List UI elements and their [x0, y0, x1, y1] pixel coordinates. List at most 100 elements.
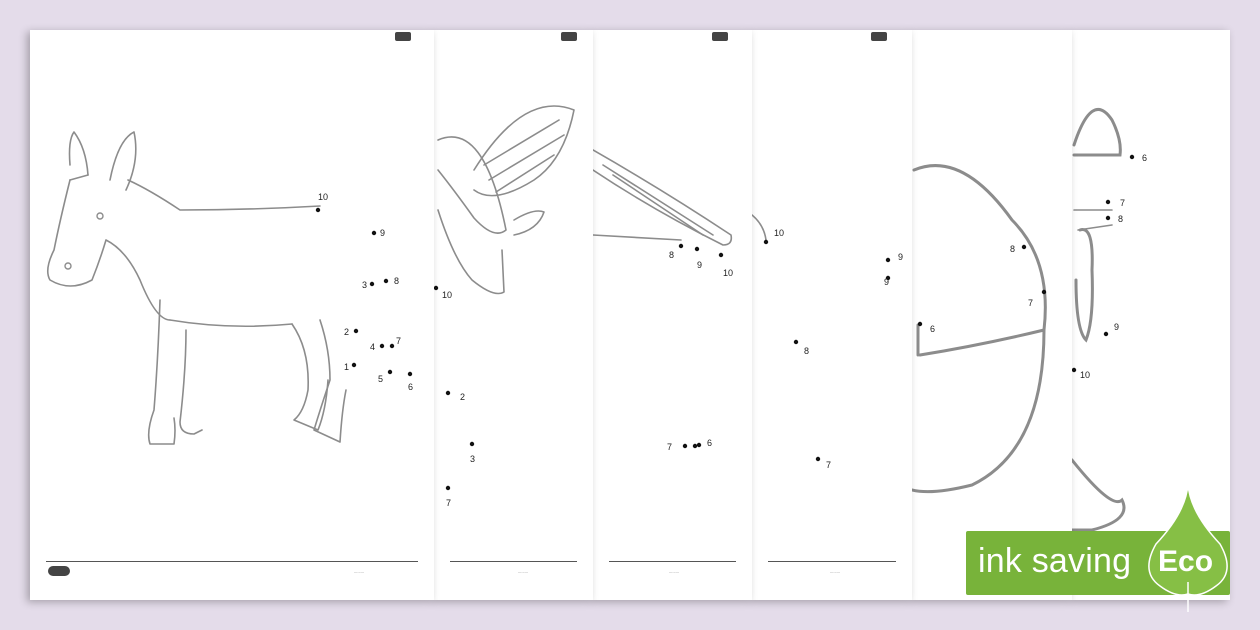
footer-line [450, 561, 577, 562]
dot-10 [434, 285, 439, 291]
donkey-eye [96, 212, 104, 220]
dot-6 [696, 442, 702, 448]
svg-text:7: 7 [667, 442, 672, 452]
dot-7 [389, 343, 395, 349]
svg-text:9: 9 [380, 228, 385, 238]
twinkl-logo-icon [871, 32, 887, 41]
footer-line [768, 561, 896, 562]
footer-text: ......... [830, 569, 841, 574]
dot-6b [692, 443, 698, 449]
svg-text:1: 1 [344, 362, 349, 372]
dot-8 [793, 339, 799, 345]
dot-9 [1103, 331, 1109, 337]
svg-text:10: 10 [774, 228, 784, 238]
dot-6 [1129, 154, 1135, 160]
angel-outline: 10 2 3 7 [434, 105, 575, 508]
svg-text:8: 8 [804, 346, 809, 356]
worksheet-donkey: 10 9 8 3 2 7 4 1 5 6 ......... [30, 30, 434, 600]
dot-8 [383, 278, 389, 284]
dot-7 [1105, 199, 1111, 205]
svg-text:3: 3 [362, 280, 367, 290]
svg-text:6: 6 [1142, 153, 1147, 163]
eco-leaf-icon [1148, 483, 1228, 612]
worksheet-4: 10 9 9 8 7 ......... [752, 30, 912, 600]
svg-text:6: 6 [408, 382, 413, 392]
svg-text:7: 7 [446, 498, 451, 508]
svg-text:4: 4 [370, 342, 375, 352]
svg-text:10: 10 [318, 192, 328, 202]
dot-7 [682, 443, 688, 449]
svg-text:7: 7 [1028, 298, 1033, 308]
footer-text: ......... [518, 569, 529, 574]
lamp-outline: 6 7 8 9 10 [1072, 107, 1147, 532]
dot-4 [379, 343, 385, 349]
dot-9 [694, 246, 700, 252]
worksheet-pot: 8 7 6 [912, 30, 1072, 600]
pot-dots: 8 7 6 [917, 244, 1047, 334]
svg-text:6: 6 [707, 438, 712, 448]
sheet4-outline: 10 9 9 8 7 [752, 214, 903, 470]
dot-8 [1105, 215, 1111, 221]
dot-9 [371, 230, 377, 236]
dot-10 [718, 252, 724, 258]
dot-8 [678, 243, 684, 249]
svg-text:8: 8 [1010, 244, 1015, 254]
donkey-dots: 10 9 8 3 2 7 4 1 5 6 [315, 192, 413, 392]
svg-text:10: 10 [723, 268, 733, 278]
svg-text:5: 5 [378, 374, 383, 384]
dot-10 [763, 239, 769, 245]
dot-8 [1021, 244, 1027, 250]
svg-text:2: 2 [460, 392, 465, 402]
sheet4-dots: 10 9 9 8 7 [763, 228, 903, 470]
footer-line [609, 561, 736, 562]
svg-text:7: 7 [1120, 198, 1125, 208]
svg-text:8: 8 [669, 250, 674, 260]
svg-text:8: 8 [1118, 214, 1123, 224]
worksheet-angel: 10 2 3 7 ......... [434, 30, 593, 600]
angel-dots: 10 2 3 7 [434, 285, 475, 508]
svg-text:7: 7 [826, 460, 831, 470]
footer-text: ......... [669, 569, 680, 574]
svg-text:10: 10 [442, 290, 452, 300]
donkey-outline: 10 9 8 3 2 7 4 1 5 6 [46, 131, 413, 445]
dot-2 [445, 390, 451, 396]
eco-label: Eco [1158, 545, 1214, 578]
svg-text:6: 6 [930, 324, 935, 334]
dot-10 [315, 207, 321, 213]
star-dots: 8 9 10 7 6 [667, 243, 733, 452]
footer-line [46, 561, 418, 562]
svg-text:8: 8 [394, 276, 399, 286]
dot-9b [885, 275, 891, 281]
svg-text:7: 7 [396, 336, 401, 346]
worksheet-lamp: 6 7 8 9 10 [1072, 30, 1230, 600]
twinkl-logo-icon [395, 32, 411, 41]
dot-10 [1072, 367, 1077, 373]
svg-text:2: 2 [344, 327, 349, 337]
dot-9a [885, 257, 891, 263]
svg-text:10: 10 [1080, 370, 1090, 380]
svg-text:9: 9 [1114, 322, 1119, 332]
twinkl-logo-icon [561, 32, 577, 41]
dot-6 [407, 371, 413, 377]
footer-text: ......... [354, 569, 365, 574]
dot-7 [445, 485, 451, 491]
svg-text:3: 3 [470, 454, 475, 464]
svg-text:9: 9 [898, 252, 903, 262]
dot-7 [815, 456, 821, 462]
pot-outline: 8 7 6 [912, 164, 1047, 494]
dot-3 [369, 281, 375, 287]
ink-saving-label: ink saving [978, 542, 1132, 580]
twinkl-brand-icon [48, 566, 70, 576]
svg-text:9: 9 [884, 277, 889, 287]
svg-text:9: 9 [697, 260, 702, 270]
dot-1 [351, 362, 357, 368]
worksheet-star: 8 9 10 7 6 ......... [593, 30, 752, 600]
twinkl-logo-icon [712, 32, 728, 41]
dot-7 [1041, 289, 1047, 295]
dot-5 [387, 369, 393, 375]
star-outline: 8 9 10 7 6 [593, 149, 733, 452]
lamp-dots: 6 7 8 9 10 [1072, 153, 1147, 380]
donkey-nostril [64, 262, 72, 270]
dot-3 [469, 441, 475, 447]
dot-2 [353, 328, 359, 334]
